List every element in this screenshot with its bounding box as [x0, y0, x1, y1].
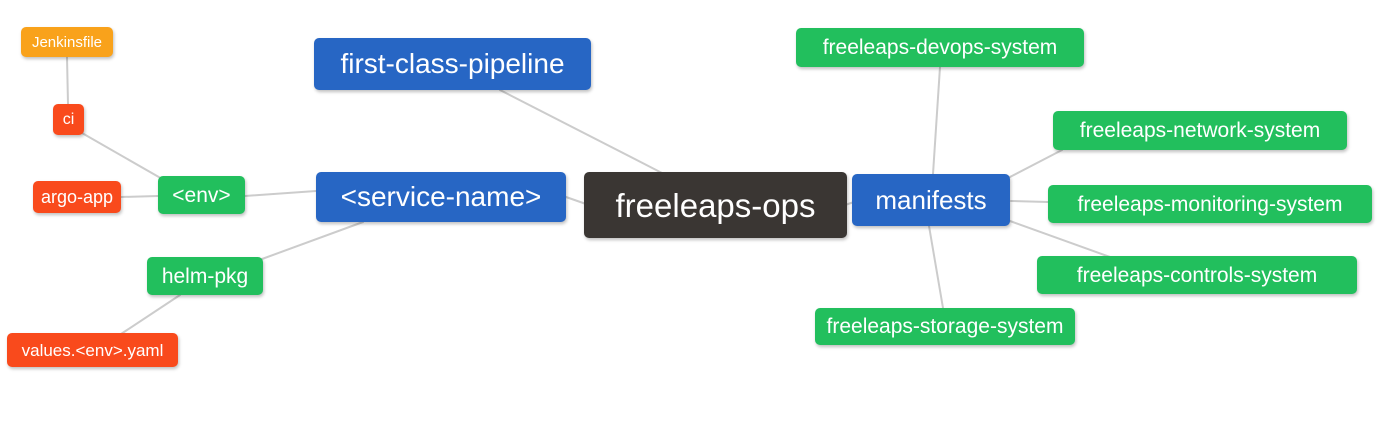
- node-helm-pkg[interactable]: helm-pkg: [147, 257, 263, 295]
- edge-helmpkg-values: [120, 294, 181, 335]
- node-first-class-pipeline[interactable]: first-class-pipeline: [314, 38, 591, 90]
- edge-manifests-monitoring: [1010, 200, 1049, 203]
- node-values-env-yaml[interactable]: values.<env>.yaml: [7, 333, 178, 367]
- node-controls-system[interactable]: freeleaps-controls-system: [1037, 256, 1357, 294]
- node-service-name[interactable]: <service-name>: [316, 172, 566, 222]
- node-jenkinsfile[interactable]: Jenkinsfile: [21, 27, 113, 57]
- node-env[interactable]: <env>: [158, 176, 245, 214]
- edge-manifests-controls: [1009, 220, 1111, 258]
- node-freeleaps-ops-root[interactable]: freeleaps-ops: [584, 172, 847, 238]
- edge-env-servicename: [244, 190, 317, 197]
- node-manifests[interactable]: manifests: [852, 174, 1010, 226]
- node-monitoring-system[interactable]: freeleaps-monitoring-system: [1048, 185, 1372, 223]
- edge-manifests-network: [1007, 149, 1063, 179]
- edge-manifests-storage: [928, 225, 944, 309]
- node-ci[interactable]: ci: [53, 104, 84, 135]
- edge-jenkinsfile-ci: [66, 56, 69, 105]
- node-network-system[interactable]: freeleaps-network-system: [1053, 111, 1347, 150]
- edge-ci-env: [81, 132, 165, 181]
- edge-argoapp-env: [120, 195, 159, 198]
- edge-helmpkg-servicename: [261, 221, 364, 260]
- node-argo-app[interactable]: argo-app: [33, 181, 121, 213]
- node-devops-system[interactable]: freeleaps-devops-system: [796, 28, 1084, 67]
- edge-servicename-freeleapsops: [565, 196, 587, 205]
- edge-manifests-devops: [932, 66, 941, 175]
- edge-pipeline-freeleapsops: [499, 89, 663, 174]
- node-storage-system[interactable]: freeleaps-storage-system: [815, 308, 1075, 345]
